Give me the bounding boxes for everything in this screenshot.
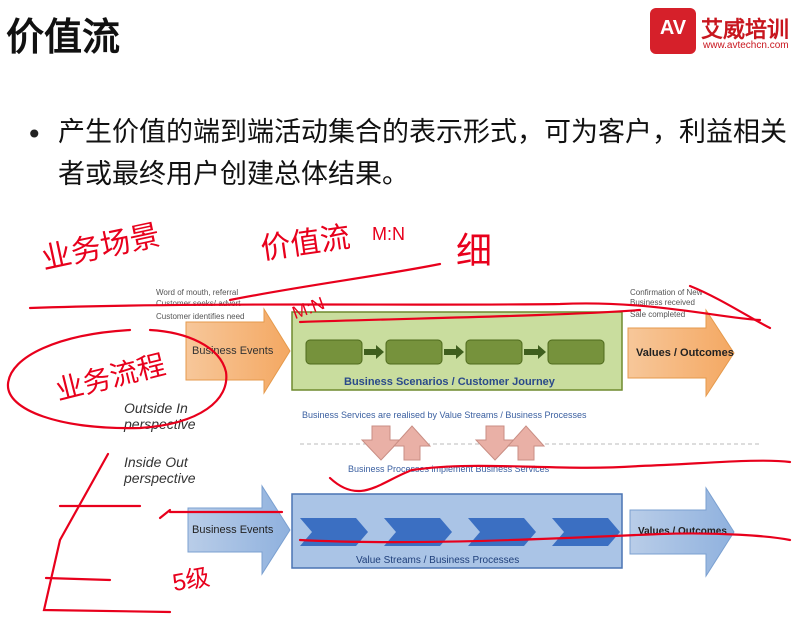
note-customer-identifies: Customer identifies need [156, 312, 245, 321]
ink-stroke [298, 532, 792, 544]
brand-name: 艾威培训 [701, 18, 790, 43]
values-outcomes-label-bottom: Values / Outcomes [638, 526, 727, 537]
note-confirmation: Confirmation of New [630, 288, 703, 297]
scenario-step [547, 339, 605, 365]
ink-stroke [28, 302, 762, 322]
business-events-arrow-top [185, 307, 291, 395]
ink-stroke [228, 262, 442, 302]
values-outcomes-label-top: Values / Outcomes [636, 347, 734, 359]
brand-logo: AV [650, 8, 696, 54]
down-arrow [360, 425, 402, 461]
ink-stroke [298, 308, 642, 324]
business-events-label-top: Business Events [192, 345, 274, 357]
inside-out-label: Inside Out perspective [124, 454, 196, 486]
bullet-marker: • [26, 118, 43, 151]
scenario-step-arrow [524, 345, 546, 359]
handwriting-mn-1: M:N [372, 224, 405, 244]
handwriting-top-right: 细 [456, 230, 493, 271]
business-scenarios-label: Business Scenarios / Customer Journey [344, 376, 555, 388]
ink-stroke [688, 284, 772, 330]
value-stream-chevron [552, 518, 620, 546]
note-word-of-mouth: Word of mouth, referral [156, 288, 239, 297]
scenario-step-arrow [364, 345, 384, 359]
scenario-step [385, 339, 443, 365]
brand-url: www.avtechcn.com [703, 40, 789, 51]
slide-title: 价值流 [6, 15, 121, 59]
ink-stroke [6, 328, 228, 430]
note-sale-completed: Sale completed [630, 310, 686, 319]
values-outcomes-arrow-top [627, 308, 735, 398]
up-arrow [392, 425, 432, 461]
value-stream-chevron [300, 518, 368, 546]
bullet-text: 产生价值的端到端活动集合的表示形式，可为客户，利益相关者或最终用户创建总体结果。 [58, 117, 787, 190]
scenario-step-arrow [444, 345, 464, 359]
scenario-step [305, 339, 363, 365]
implement-text: Business Processes implement Business Se… [348, 464, 550, 474]
up-arrow [506, 425, 546, 461]
ink-stroke [44, 576, 112, 582]
scenario-step [465, 339, 523, 365]
note-customer-seeks: Customer seeks/ advert [156, 299, 241, 308]
business-events-label-bottom: Business Events [192, 524, 274, 536]
down-arrow [474, 425, 516, 461]
ink-stroke [158, 508, 172, 520]
values-outcomes-arrow-bottom [629, 486, 735, 578]
handwriting-five-level: 5级 [170, 563, 212, 597]
business-events-arrow-bottom [187, 484, 291, 576]
value-stream-chevron [384, 518, 452, 546]
value-streams-label: Value Streams / Business Processes [356, 555, 520, 566]
ink-stroke [328, 459, 792, 493]
ink-stroke [42, 452, 172, 614]
realised-text: Business Services are realised by Value … [302, 410, 587, 420]
note-business-received: Business received [630, 298, 695, 307]
